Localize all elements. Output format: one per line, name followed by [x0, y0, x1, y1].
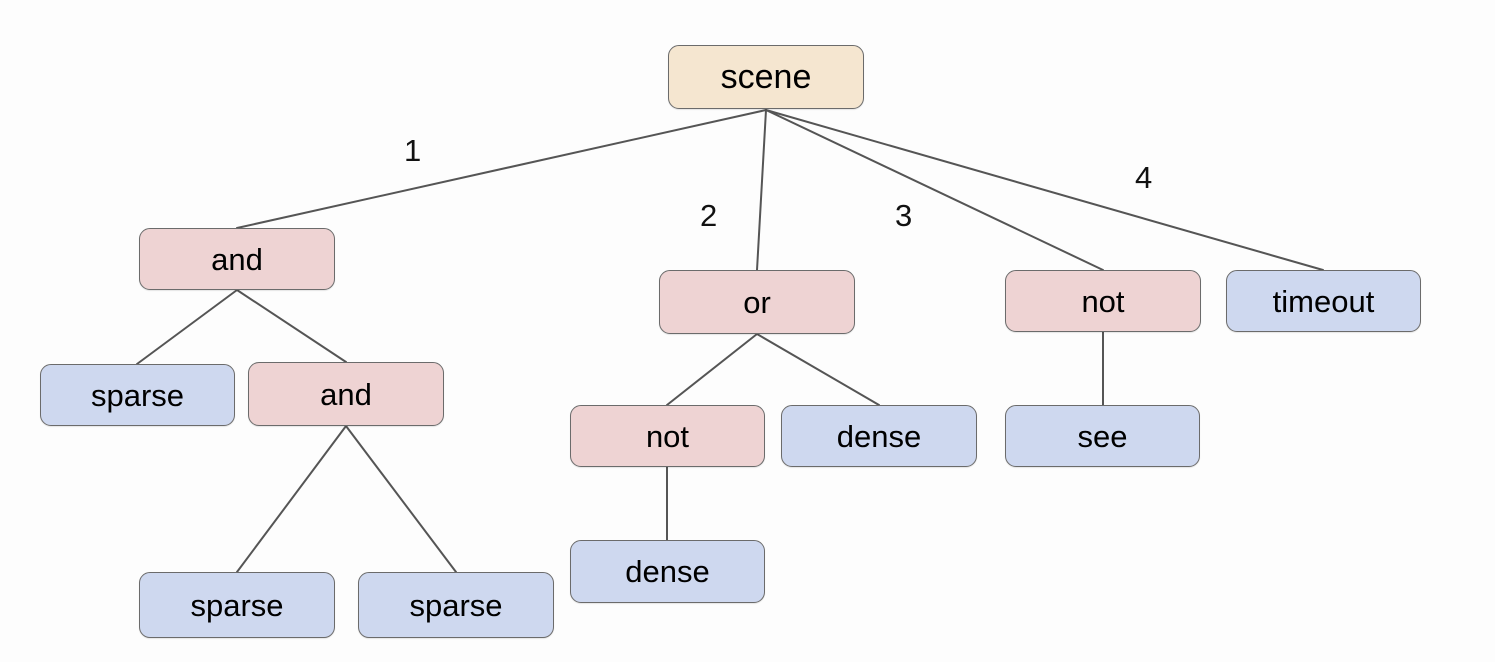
tree-node-or1[interactable]: or: [659, 270, 855, 334]
tree-node-label: dense: [625, 554, 710, 589]
tree-node-sparse1[interactable]: sparse: [40, 364, 235, 426]
tree-node-dense2[interactable]: dense: [570, 540, 765, 603]
tree-node-label: scene: [720, 58, 812, 96]
tree-edge: [756, 333, 880, 406]
tree-edge: [765, 109, 1324, 271]
tree-node-see1[interactable]: see: [1005, 405, 1200, 467]
tree-node-sparse2[interactable]: sparse: [139, 572, 335, 638]
tree-node-timeout1[interactable]: timeout: [1226, 270, 1421, 332]
tree-node-sparse3[interactable]: sparse: [358, 572, 554, 638]
edge-label-2: 2: [700, 198, 718, 233]
edge-label-4: 4: [1135, 160, 1153, 195]
tree-node-label: or: [743, 284, 771, 320]
tree-node-label: and: [320, 376, 372, 412]
tree-node-label: and: [211, 241, 263, 277]
tree-node-label: see: [1077, 418, 1128, 454]
tree-edge: [236, 425, 347, 573]
tree-node-and1[interactable]: and: [139, 228, 335, 290]
tree-node-and2[interactable]: and: [248, 362, 444, 426]
tree-node-dense1[interactable]: dense: [781, 405, 977, 467]
tree-edge: [136, 289, 238, 365]
edge-label-1: 1: [404, 133, 422, 168]
edge-label-3: 3: [895, 198, 913, 233]
tree-edge: [765, 109, 1104, 271]
tree-edge: [236, 289, 347, 363]
tree-node-label: dense: [836, 418, 922, 454]
tree-node-not1[interactable]: not: [1005, 270, 1201, 332]
tree-edge: [345, 425, 457, 573]
tree-node-label: sparse: [409, 587, 503, 623]
tree-node-label: not: [645, 418, 690, 454]
tree-node-scene[interactable]: scene: [668, 45, 864, 109]
tree-edge: [236, 109, 767, 229]
tree-node-label: sparse: [90, 377, 185, 413]
tree-node-not2[interactable]: not: [570, 405, 765, 467]
tree-edge: [666, 333, 758, 406]
tree-node-label: timeout: [1272, 283, 1375, 319]
tree-node-label: not: [1081, 283, 1125, 319]
tree-node-label: sparse: [190, 587, 284, 623]
tree-edge: [756, 109, 767, 271]
